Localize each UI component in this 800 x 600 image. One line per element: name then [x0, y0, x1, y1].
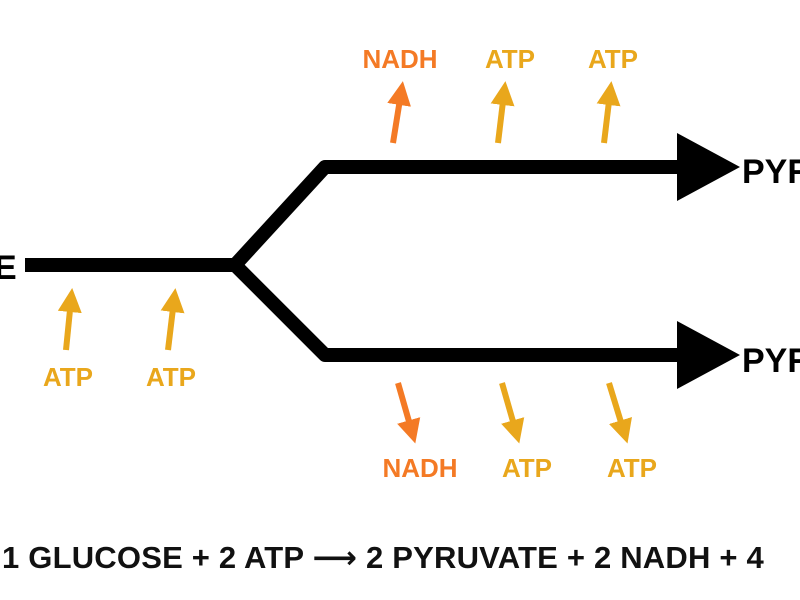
- start-label: E: [0, 249, 17, 287]
- pathway-line-bottom-branch: [230, 260, 690, 362]
- bottom-output-arrow-nadh: [395, 382, 421, 444]
- bottom-output-label-atp-2: ATP: [607, 453, 657, 483]
- input-label-atp-2: ATP: [146, 362, 196, 392]
- bottom-output-label-nadh: NADH: [382, 453, 457, 483]
- pathway-arrowhead-top: [677, 133, 740, 201]
- top-output-arrow-atp-1: [490, 81, 515, 144]
- top-output-label-atp-2: ATP: [588, 44, 638, 74]
- equation-text: 1 GLUCOSE + 2 ATP ⟶ 2 PYRUVATE + 2 NADH …: [2, 540, 764, 575]
- input-arrow-atp-2: [160, 288, 185, 351]
- bottom-output-arrow-atp-1: [499, 382, 525, 444]
- top-output-arrow-atp-2: [596, 81, 621, 144]
- input-label-atp-1: ATP: [43, 362, 93, 392]
- top-output-label-nadh: NADH: [362, 44, 437, 74]
- pathway-line-top-branch: [229, 160, 690, 270]
- end-label-top: PYR: [742, 153, 800, 191]
- top-output-label-atp-1: ATP: [485, 44, 535, 74]
- input-arrow-atp-1: [57, 288, 82, 351]
- pathway-arrowhead-bottom: [677, 321, 740, 389]
- top-output-arrow-nadh: [387, 81, 411, 144]
- end-label-bottom: PYR: [742, 342, 800, 380]
- bottom-output-arrow-atp-2: [606, 382, 632, 444]
- equation-bar: 1 GLUCOSE + 2 ATP ⟶ 2 PYRUVATE + 2 NADH …: [0, 538, 800, 584]
- bottom-output-label-atp-1: ATP: [502, 453, 552, 483]
